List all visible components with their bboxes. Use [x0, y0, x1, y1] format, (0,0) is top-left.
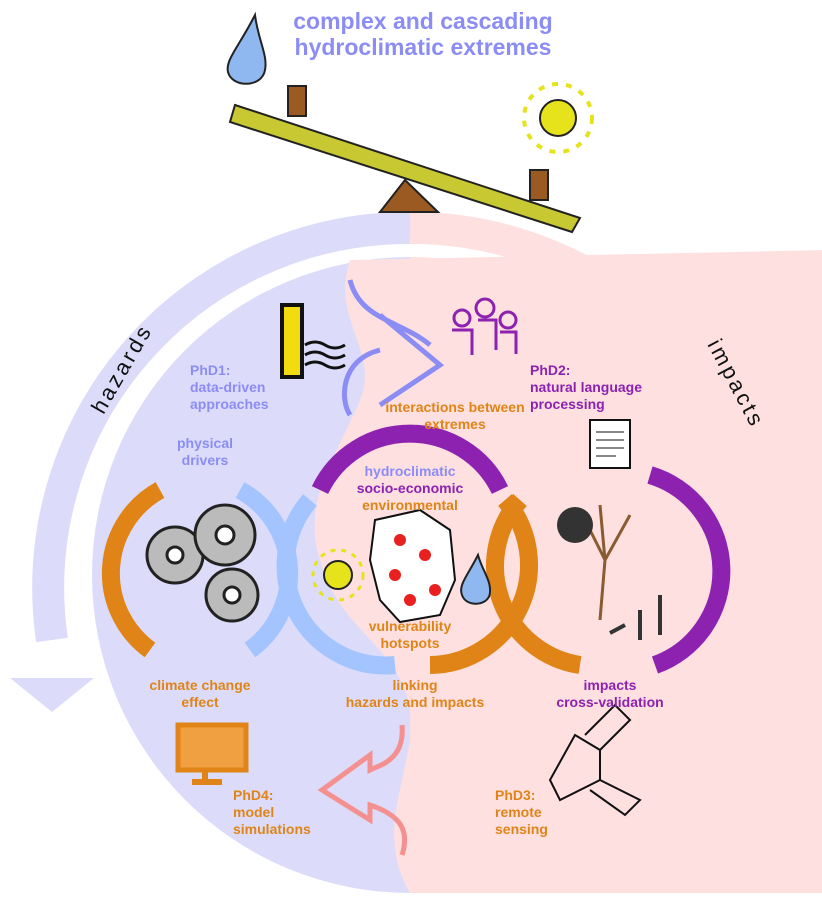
sun-icon [522, 82, 594, 154]
water-drop-icon [226, 11, 267, 85]
weight-left [287, 85, 307, 117]
small-water-drop-icon [460, 552, 492, 605]
drought-tree-icon [557, 504, 632, 621]
seesaw-fulcrum [377, 178, 441, 213]
seesaw-beam [228, 103, 582, 234]
water-gauge-icon [280, 303, 346, 379]
hazards-ring-arrow [32, 211, 411, 643]
weight-right [529, 169, 549, 201]
satellite-icon [548, 703, 642, 817]
feedback-arrow [317, 724, 408, 856]
wavy-boundary [314, 250, 822, 893]
monitor-icon [175, 722, 249, 785]
gears-icon [145, 503, 260, 623]
small-sun-icon [311, 548, 365, 602]
people-icon [452, 297, 518, 355]
hazards-half [92, 257, 410, 893]
document-icon [589, 419, 631, 469]
interaction-arrow [342, 279, 445, 417]
hazards-arrowhead [10, 678, 94, 712]
germany-map-icon [368, 508, 457, 624]
wheat-icon [609, 595, 662, 640]
